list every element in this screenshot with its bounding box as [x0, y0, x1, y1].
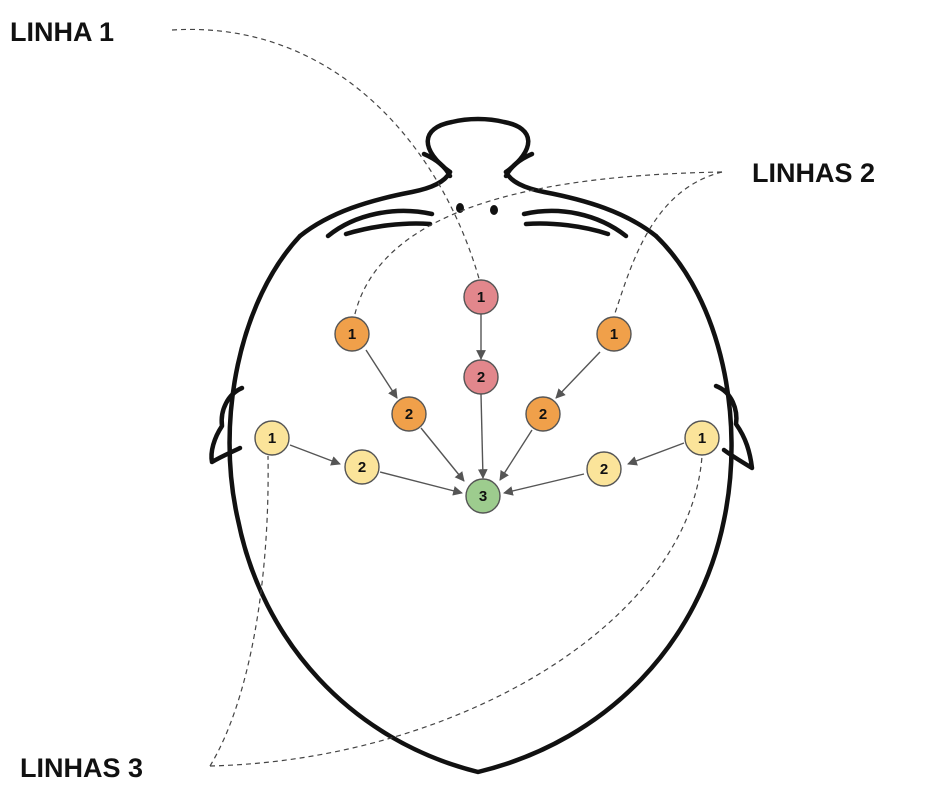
node-line2-left-2: 2: [392, 397, 426, 431]
node-label: 1: [477, 289, 485, 306]
node-label: 1: [348, 326, 356, 343]
brow-outline: [300, 172, 656, 236]
leader-lines3-right: [210, 456, 702, 766]
node-label: 1: [698, 430, 706, 447]
right-ear-outline: [716, 386, 752, 468]
leader-lines2-right: [614, 172, 722, 316]
node-label: 2: [358, 459, 366, 476]
left-ear-outline: [211, 388, 242, 462]
node-label: 1: [610, 326, 618, 343]
left-eye-outline: [328, 211, 432, 236]
leader-lines3-left: [210, 456, 268, 766]
node-line2-right-2: 2: [526, 397, 560, 431]
right-eye-outline: [524, 211, 626, 236]
label-lines3: LINHAS 3: [20, 753, 143, 783]
leader-lines: [172, 29, 722, 766]
node-line3-left-1: 1: [255, 421, 289, 455]
nostrils-outline: [424, 154, 532, 176]
node-line2-left-1: 1: [335, 317, 369, 351]
label-lines2: LINHAS 2: [752, 158, 875, 188]
node-label: 3: [479, 488, 487, 505]
node-line3-left-2: 2: [345, 450, 379, 484]
node-label: 1: [268, 430, 276, 447]
node-line3-right-2: 2: [587, 452, 621, 486]
node-label: 2: [600, 461, 608, 478]
nose-mark-left: [456, 203, 464, 213]
label-line1: LINHA 1: [10, 17, 114, 47]
node-label: 2: [539, 406, 547, 423]
node-line1-1: 1: [464, 280, 498, 314]
node-label: 2: [405, 406, 413, 423]
node-line1-2: 2: [464, 360, 498, 394]
node-line3-right-1: 1: [685, 421, 719, 455]
nose-mark-right: [490, 205, 498, 215]
node-label: 2: [477, 369, 485, 386]
node-center: 3: [466, 479, 500, 513]
node-line2-right-1: 1: [597, 317, 631, 351]
